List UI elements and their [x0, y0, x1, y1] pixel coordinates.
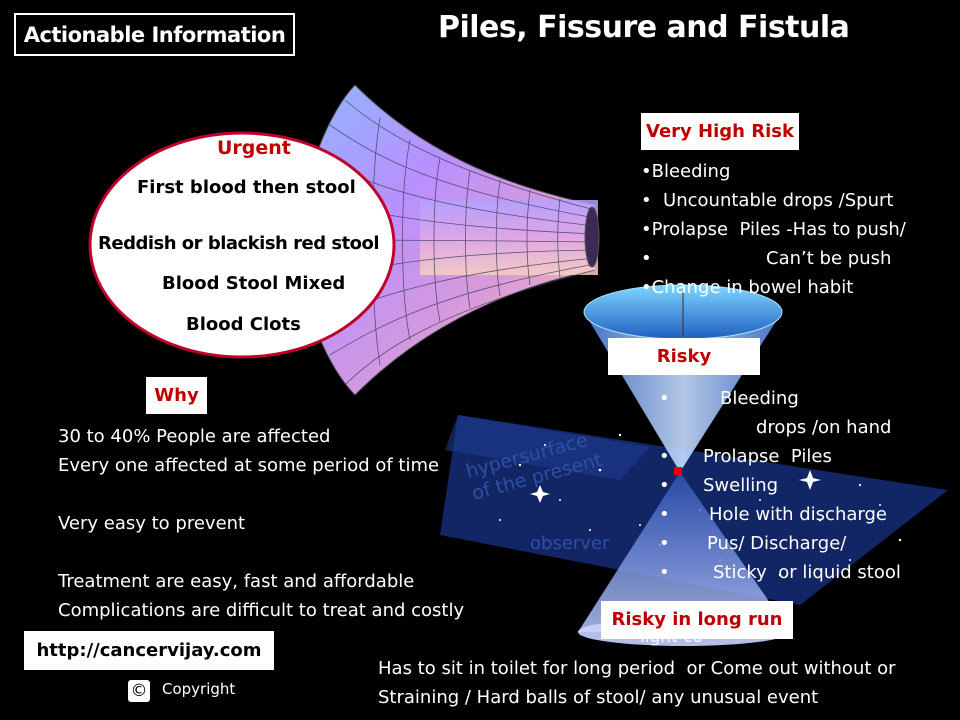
urgent-item-4: Blood Clots — [186, 314, 301, 335]
copyright-icon: © — [128, 680, 150, 702]
risky-label: Risky — [608, 338, 760, 375]
bullet-icon: • — [659, 475, 670, 496]
actionable-info-badge: Actionable Information — [14, 13, 295, 56]
why-label: Why — [146, 377, 207, 414]
why-line: Very easy to prevent — [58, 513, 246, 534]
why-line: Complications are difficult to treat and… — [58, 600, 465, 621]
risky-line: Bleeding — [720, 388, 799, 409]
risky-line: Pus/ Discharge/ — [707, 533, 847, 554]
very-high-risk-list: •Bleeding • Uncountable drops /Spurt •Pr… — [641, 157, 906, 302]
risky-line: Swelling — [703, 475, 779, 496]
urgent-item-1: First blood then stool — [137, 177, 356, 198]
why-list: 30 to 40% People are affected Every one … — [58, 422, 464, 625]
risky-long-run-line: Has to sit in toilet for long period or … — [378, 658, 896, 679]
urgent-ellipse — [88, 131, 396, 359]
why-line: 30 to 40% People are affected — [58, 426, 331, 447]
very-high-risk-line: • Uncountable drops /Spurt — [641, 190, 894, 211]
very-high-risk-line: • Can’t be push — [641, 248, 892, 269]
urgent-label: Urgent — [217, 137, 291, 159]
why-line — [58, 480, 464, 509]
very-high-risk-line: •Change in bowel habit — [641, 277, 854, 298]
urgent-item-2: Reddish or blackish red stool — [98, 233, 380, 254]
bullet-icon: • — [659, 446, 670, 467]
risky-long-run-line: Straining / Hard balls of stool/ any unu… — [378, 687, 819, 708]
page-title: Piles, Fissure and Fistula — [438, 10, 850, 45]
copyright-text: Copyright — [162, 680, 236, 698]
risky-line: Hole with discharge — [709, 504, 887, 525]
urgent-item-3: Blood Stool Mixed — [162, 273, 346, 294]
very-high-risk-line: •Bleeding — [641, 161, 731, 182]
bullet-icon: • — [659, 533, 670, 554]
risky-line: drops /on hand — [756, 417, 892, 438]
bullet-icon: • — [659, 562, 670, 583]
risky-line: Prolapse Piles — [703, 446, 832, 467]
why-line: Treatment are easy, fast and affordable — [58, 571, 415, 592]
very-high-risk-label: Very High Risk — [641, 113, 799, 150]
risky-long-run-list: Has to sit in toilet for long period or … — [378, 654, 896, 712]
risky-long-run-label: Risky in long run — [601, 601, 793, 639]
why-line — [58, 538, 464, 567]
badge-label: Actionable Information — [23, 23, 286, 47]
bullet-icon: • — [659, 504, 670, 525]
very-high-risk-line: •Prolapse Piles -Has to push/ — [641, 219, 906, 240]
observer-label: observer — [530, 533, 610, 554]
risky-line: Sticky or liquid stool — [713, 562, 901, 583]
bullet-icon: • — [659, 388, 670, 409]
website-link[interactable]: http://cancervijay.com — [24, 631, 274, 670]
why-line: Every one affected at some period of tim… — [58, 455, 440, 476]
